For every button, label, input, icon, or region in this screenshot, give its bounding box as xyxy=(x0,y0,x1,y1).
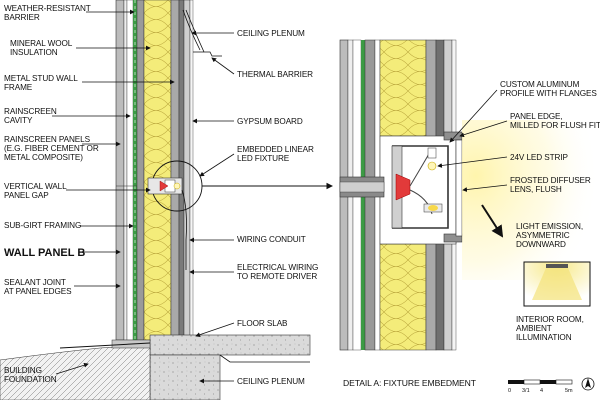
label-embedded-fixture-1: EMBEDDED LINEAR xyxy=(237,145,314,154)
gypsum-board xyxy=(183,0,191,341)
label-ceiling-plenum-bottom: CEILING PLENUM xyxy=(237,377,305,386)
label-interior-room-3: ILLUMINATION xyxy=(516,333,572,342)
label-aluminum-profile-1: CUSTOM ALUMINUM xyxy=(500,80,580,89)
rainscreen-panel-outer xyxy=(115,0,125,341)
building-foundation xyxy=(0,344,151,400)
label-led-strip: 24V LED STRIP xyxy=(510,153,568,162)
label-mineral-wool-1: MINERAL WOOL xyxy=(10,39,73,48)
light-glow xyxy=(462,120,600,280)
scale-tick-3: 5m xyxy=(565,388,573,394)
label-foundation-1: BUILDING xyxy=(4,366,42,375)
label-gypsum: GYPSUM BOARD xyxy=(237,117,303,126)
label-panel-edge-1: PANEL EDGE, xyxy=(510,112,563,121)
main-wall-section xyxy=(0,0,311,400)
label-embedded-fixture-2: LED FIXTURE xyxy=(237,154,290,163)
rainscreen-cavity xyxy=(126,0,134,341)
label-wiring-conduit: WIRING CONDUIT xyxy=(237,235,306,244)
label-electrical-wiring-1: ELECTRICAL WIRING xyxy=(237,263,318,272)
label-light-emission-2: ASYMMETRIC xyxy=(516,231,570,240)
label-electrical-wiring-2: TO REMOTE DRIVER xyxy=(237,272,317,281)
metal-stud xyxy=(170,0,180,341)
label-ceiling-plenum-top: CEILING PLENUM xyxy=(237,29,305,38)
label-metal-stud-2: FRAME xyxy=(4,83,33,92)
detail-a xyxy=(339,39,600,351)
label-rainscreen-panels-3: METAL COMPOSITE) xyxy=(4,153,83,162)
label-light-emission-3: DOWNWARD xyxy=(516,240,566,249)
frosted-diffuser xyxy=(455,139,463,237)
label-diffuser-2: LENS, FLUSH xyxy=(510,185,562,194)
label-sealant-1: SEALANT JOINT xyxy=(4,278,66,287)
label-panel-edge-2: MILLED FOR FLUSH FIT xyxy=(510,121,600,130)
middle-labels: CEILING PLENUM THERMAL BARRIER GYPSUM BO… xyxy=(189,29,318,386)
svg-text:PANEL EDGE,MILLED FOR FLUSH FI: PANEL EDGE,MILLED FOR FLUSH FIT xyxy=(510,112,600,130)
scale-bar: 0 3/1 4 5m xyxy=(508,379,573,394)
svg-text:RAINSCREEN PANELS(E.G. FIBER C: RAINSCREEN PANELS(E.G. FIBER CEMENT ORME… xyxy=(4,135,99,162)
label-rainscreen-cavity-1: RAINSCREEN xyxy=(4,107,57,116)
label-interior-room-1: INTERIOR ROOM, xyxy=(516,315,584,324)
detail-title: DETAIL A: FIXTURE EMBEDMENT xyxy=(343,378,477,388)
label-diffuser-1: FROSTED DIFFUSER xyxy=(510,176,591,185)
north-arrow-icon xyxy=(581,377,595,391)
scale-tick-0: 0 xyxy=(508,388,511,394)
label-light-emission-1: LIGHT EMISSION, xyxy=(516,222,583,231)
label-vertical-gap-2: PANEL GAP xyxy=(4,191,49,200)
label-foundation-2: FOUNDATION xyxy=(4,375,57,384)
label-metal-stud-1: METAL STUD WALL xyxy=(4,74,78,83)
label-rainscreen-panels-1: RAINSCREEN PANELS xyxy=(4,135,91,144)
svg-text:SUB-GIRT FRAMING: SUB-GIRT FRAMING xyxy=(4,221,81,230)
label-sub-girt: SUB-GIRT FRAMING xyxy=(4,221,81,230)
label-mineral-wool-2: INSULATION xyxy=(10,48,58,57)
label-thermal-barrier: THERMAL BARRIER xyxy=(237,70,313,79)
scale-tick-2: 4 xyxy=(540,388,543,394)
floor-slab xyxy=(149,334,311,356)
scale-tick-1: 3/1 xyxy=(522,388,530,394)
label-interior-room-2: AMBIENT xyxy=(516,324,552,333)
label-vertical-gap-1: VERTICAL WALL xyxy=(4,182,67,191)
label-rainscreen-panels-2: (E.G. FIBER CEMENT OR xyxy=(4,144,99,153)
label-rainscreen-cavity-2: CAVITY xyxy=(4,116,33,125)
label-wall-panel-b: WALL PANEL B xyxy=(4,247,85,259)
label-weather-barrier-1: WEATHER-RESISTANT xyxy=(4,4,91,13)
label-weather-barrier-2: BARRIER xyxy=(4,13,40,22)
label-aluminum-profile-2: PROFILE WITH FLANGES xyxy=(500,89,597,98)
label-floor-slab: FLOOR SLAB xyxy=(237,319,288,328)
label-sealant-2: AT PANEL EDGES xyxy=(4,287,72,296)
